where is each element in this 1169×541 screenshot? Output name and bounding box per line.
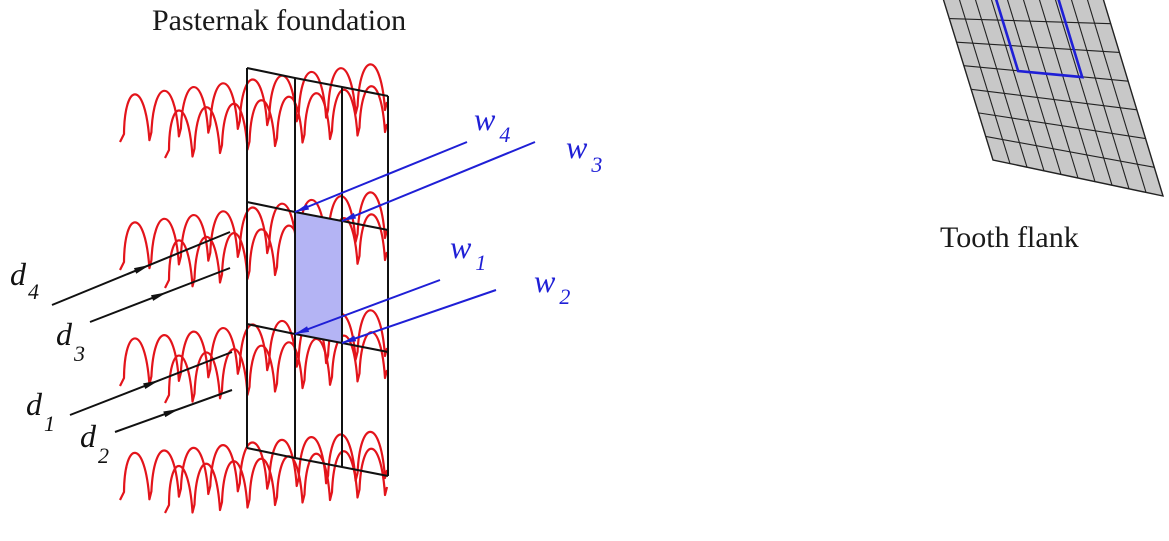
label-d2: d2 [80,418,109,468]
foundation-caption: Pasternak foundation [152,4,406,37]
mesh-line [990,0,1045,171]
mesh-line [958,0,1011,164]
label-d3-sub: 3 [73,341,85,366]
label-d3: d3 [56,316,85,366]
spring-layer [119,63,389,514]
label-w4-base: w [474,101,496,137]
label-w2-base: w [534,263,556,299]
highlighted-element [295,212,342,343]
mesh-line [978,112,1146,140]
label-d2-base: d [80,418,97,454]
deflection-arrowhead [295,203,310,212]
deflection-line [341,289,497,344]
deflection-line [294,141,468,213]
plate-frame [246,67,389,477]
label-d4: d4 [10,256,39,304]
displacement-arrowhead [133,264,150,274]
spring-row [164,85,389,159]
mesh-outline [942,0,1165,197]
label-d1: d1 [26,386,55,436]
mesh-line [1006,0,1062,175]
tooth-flank-mesh [942,0,1165,197]
mesh-line [1022,0,1079,179]
mesh-line [985,135,1155,168]
spring-row [119,63,389,143]
deflection-arrowhead [342,212,357,221]
label-d4-base: d [10,256,27,292]
label-d2-sub: 2 [98,443,109,468]
label-d1-sub: 1 [44,411,55,436]
label-d1-base: d [26,386,43,422]
label-w4-sub: 4 [499,122,510,147]
mesh-highlight [994,0,1085,79]
mesh-line [974,0,1028,168]
displacement-arrows [51,231,233,433]
spring-row [164,213,389,289]
deflection-arrows [294,141,536,344]
frame-horizontal [246,67,389,97]
frame-horizontal [246,201,389,231]
spring-row [164,447,389,514]
label-d4-sub: 4 [28,279,39,304]
label-w1-base: w [450,229,472,265]
mesh-line [956,41,1120,53]
frame-horizontal [246,323,389,353]
deflection-line [341,141,536,222]
deflection-arrowhead [342,335,357,343]
mesh-line [949,18,1111,25]
spring-row [119,309,389,387]
deflection-line [294,279,441,335]
mesh-line [1038,0,1096,182]
label-w3-base: w [566,129,588,165]
deflection-arrowhead [295,326,310,334]
mesh-line [1070,0,1130,189]
label-d3-base: d [56,316,73,352]
flank-caption: Tooth flank [940,221,1079,254]
mesh-line [1086,0,1147,193]
mesh-line [1054,0,1113,186]
displacement-arrowhead [143,380,160,389]
label-w2-sub: 2 [559,284,570,309]
label-w1-sub: 1 [475,250,486,275]
displacement-arrowhead [163,408,180,418]
frame-horizontal [246,447,389,477]
label-w3-sub: 3 [590,152,602,177]
displacement-arrowhead [150,292,167,301]
spring-row [119,430,389,501]
mesh-line [971,88,1137,111]
